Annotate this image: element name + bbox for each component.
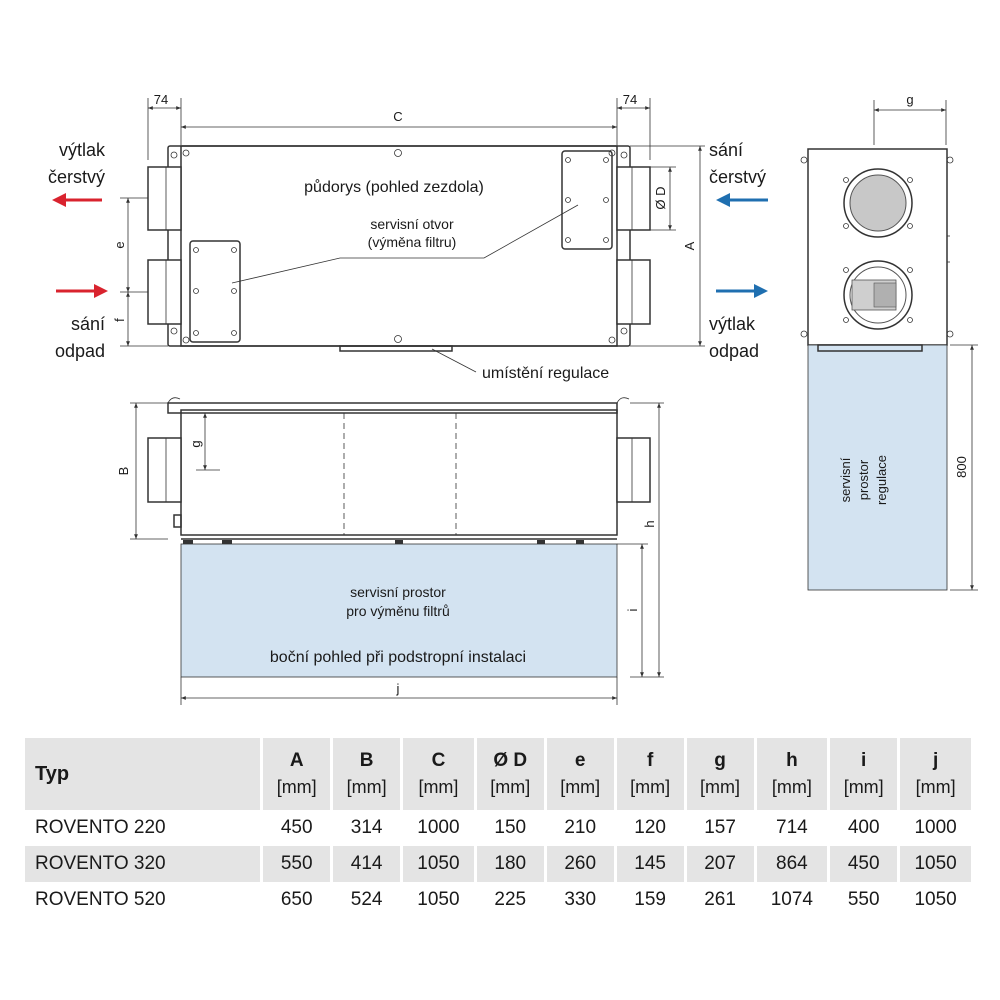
side-dim-j: j — [396, 681, 400, 696]
cell-i: 550 — [847, 889, 880, 910]
end-dim-g: g — [906, 92, 913, 107]
cell-e: 260 — [546, 846, 614, 882]
header-A: A[mm] — [263, 738, 331, 810]
cell-A: 450 — [280, 817, 313, 838]
blue-arrow-incoming — [716, 193, 768, 207]
cell-j: 1050 — [914, 889, 957, 910]
cell-g: 207 — [686, 846, 754, 882]
cell-A: 650 — [280, 889, 313, 910]
cell-f: 159 — [634, 889, 666, 910]
side-dim-B: B — [116, 467, 131, 476]
dim-e: e — [112, 241, 127, 248]
dim-74-left: 74 — [154, 92, 168, 107]
cell-type: ROVENTO 220 — [35, 817, 166, 838]
table-row: ROVENTO 520 650 524 1050 225 330 159 261… — [25, 882, 971, 918]
cell-h: 714 — [776, 817, 808, 838]
dim-A: A — [682, 241, 697, 250]
dimensions-table: Typ A[mm] B[mm] C[mm] Ø D[mm] e[mm] f[mm… — [22, 738, 974, 918]
dim-f: f — [112, 318, 127, 322]
side-service-label-1: servisní prostor — [350, 584, 446, 600]
cell-D: 180 — [476, 846, 544, 882]
cell-D: 225 — [494, 889, 527, 910]
cell-B: 524 — [350, 889, 383, 910]
header-B: B[mm] — [333, 738, 401, 810]
cell-type: ROVENTO 320 — [25, 846, 261, 882]
cell-i: 450 — [830, 846, 898, 882]
dim-C: C — [393, 109, 402, 124]
cell-C: 1050 — [403, 846, 474, 882]
label-sani-right: sání — [709, 140, 743, 160]
red-arrow-outgoing — [52, 193, 102, 207]
side-view-caption: boční pohled při podstropní instalaci — [270, 649, 526, 666]
header-typ: Typ — [25, 738, 261, 810]
end-service-label-2: prostor — [856, 459, 871, 500]
cell-g: 261 — [704, 889, 736, 910]
cell-A: 550 — [263, 846, 331, 882]
label-sani-left: sání — [71, 314, 105, 334]
side-view: g B h i j servisní prostor pro výměnu fi… — [116, 397, 664, 705]
cell-j: 1000 — [914, 817, 957, 838]
cell-j: 1050 — [900, 846, 971, 882]
cell-type: ROVENTO 520 — [35, 889, 166, 910]
regulation-location-label: umístění regulace — [482, 365, 609, 382]
header-C: C[mm] — [403, 738, 474, 810]
cell-e: 330 — [564, 889, 597, 910]
cell-g: 157 — [704, 817, 736, 838]
table-header-row: Typ A[mm] B[mm] C[mm] Ø D[mm] e[mm] f[mm… — [25, 738, 971, 810]
dim-D: Ø D — [653, 186, 668, 209]
red-arrow-incoming — [56, 284, 108, 298]
end-view: g 800 servisní prostor regulace — [800, 92, 978, 591]
cell-D: 150 — [494, 817, 527, 838]
cell-h: 1074 — [770, 889, 813, 910]
header-j: j[mm] — [900, 738, 971, 810]
header-e: e[mm] — [546, 738, 614, 810]
cell-C: 1000 — [417, 817, 460, 838]
end-dim-800: 800 — [954, 456, 969, 478]
cell-B: 414 — [333, 846, 401, 882]
cell-f: 145 — [616, 846, 684, 882]
table-row: ROVENTO 220 450 314 1000 150 210 120 157… — [25, 810, 971, 846]
blue-arrow-outgoing — [716, 284, 768, 298]
top-view-title: půdorys (pohled zezdola) — [304, 178, 484, 196]
header-g: g[mm] — [686, 738, 754, 810]
technical-drawing: 74 74 C — [48, 92, 978, 705]
cell-C: 1050 — [417, 889, 460, 910]
side-dim-i: i — [625, 608, 640, 611]
cell-i: 400 — [847, 817, 880, 838]
table-row: ROVENTO 320 550 414 1050 180 260 145 207… — [25, 846, 971, 882]
service-opening-label-1: servisní otvor — [370, 216, 454, 232]
cell-h: 864 — [756, 846, 828, 882]
cell-f: 120 — [634, 817, 666, 838]
dim-74-right: 74 — [623, 92, 637, 107]
header-f: f[mm] — [616, 738, 684, 810]
top-view: 74 74 C — [48, 92, 768, 382]
service-opening-label-2: (výměna filtru) — [368, 234, 457, 250]
side-service-label-2: pro výměnu filtrů — [346, 603, 449, 619]
end-service-label-3: regulace — [874, 455, 889, 505]
label-odpad-right: odpad — [709, 341, 759, 361]
cell-B: 314 — [350, 817, 383, 838]
side-dim-g: g — [188, 440, 203, 447]
label-cerstvy-left: čerstvý — [48, 167, 105, 187]
header-D: Ø D[mm] — [476, 738, 544, 810]
header-i: i[mm] — [830, 738, 898, 810]
label-vytlak-top-left: výtlak — [59, 140, 106, 160]
label-vytlak-right: výtlak — [709, 314, 756, 334]
label-odpad-left: odpad — [55, 341, 105, 361]
side-dim-h: h — [642, 520, 657, 527]
header-h: h[mm] — [756, 738, 828, 810]
label-cerstvy-right: čerstvý — [709, 167, 766, 187]
cell-e: 210 — [564, 817, 597, 838]
end-service-label-1: servisní — [838, 457, 853, 502]
